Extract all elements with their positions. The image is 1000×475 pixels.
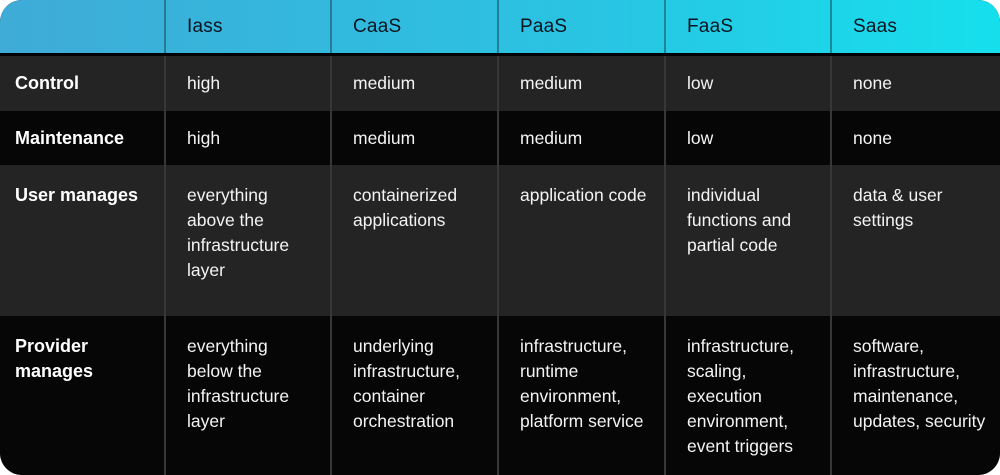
cell-maintenance-caas: medium [330, 111, 497, 165]
cell-control-saas: none [830, 56, 1000, 111]
table-header-row: Iass CaaS PaaS FaaS Saas [0, 0, 1000, 56]
cell-user-manages-caas: containerized applications [330, 165, 497, 316]
table-row-provider-manages: Provider manages everything below the in… [0, 316, 1000, 475]
row-label-user-manages: User manages [15, 185, 139, 205]
table-row-control: Control high medium medium low none [0, 56, 1000, 111]
cell-maintenance-faas: low [664, 111, 830, 165]
cell-user-manages-faas: individual functions and partial code [664, 165, 830, 316]
header-cell-faas: FaaS [664, 0, 830, 53]
row-label-maintenance: Maintenance [15, 127, 125, 148]
cell-maintenance-saas: none [830, 111, 1000, 165]
header-cell-caas: CaaS [330, 0, 497, 53]
cell-user-manages-iaas: everything above the infrastructure laye… [164, 165, 330, 316]
cell-maintenance-paas: medium [497, 111, 664, 165]
header-cell-empty [0, 0, 164, 53]
cell-control-caas: medium [330, 56, 497, 111]
table-row-user-manages: User manages everything above the infras… [0, 165, 1000, 316]
cell-maintenance-iaas: high [164, 111, 330, 165]
cell-user-manages-saas: data & user settings [830, 165, 1000, 316]
table-row-maintenance: Maintenance high medium medium low none [0, 111, 1000, 165]
row-label-control: Control [15, 73, 79, 93]
header-cell-paas: PaaS [497, 0, 664, 53]
row-label-provider-manages: Provider manages [15, 336, 94, 381]
cell-provider-manages-saas: software, infrastructure, maintenance, u… [830, 316, 1000, 475]
cell-user-manages-paas: application code [497, 165, 664, 316]
header-cell-saas: Saas [830, 0, 1000, 53]
cell-control-iaas: high [164, 56, 330, 111]
cell-provider-manages-caas: underlying infrastructure, container orc… [330, 316, 497, 475]
cell-control-paas: medium [497, 56, 664, 111]
cell-provider-manages-paas: infrastructure, runtime environment, pla… [497, 316, 664, 475]
cell-provider-manages-iaas: everything below the infrastructure laye… [164, 316, 330, 475]
header-cell-iaas: Iass [164, 0, 330, 53]
cell-control-faas: low [664, 56, 830, 111]
cell-provider-manages-faas: infrastructure, scaling, execution envir… [664, 316, 830, 475]
